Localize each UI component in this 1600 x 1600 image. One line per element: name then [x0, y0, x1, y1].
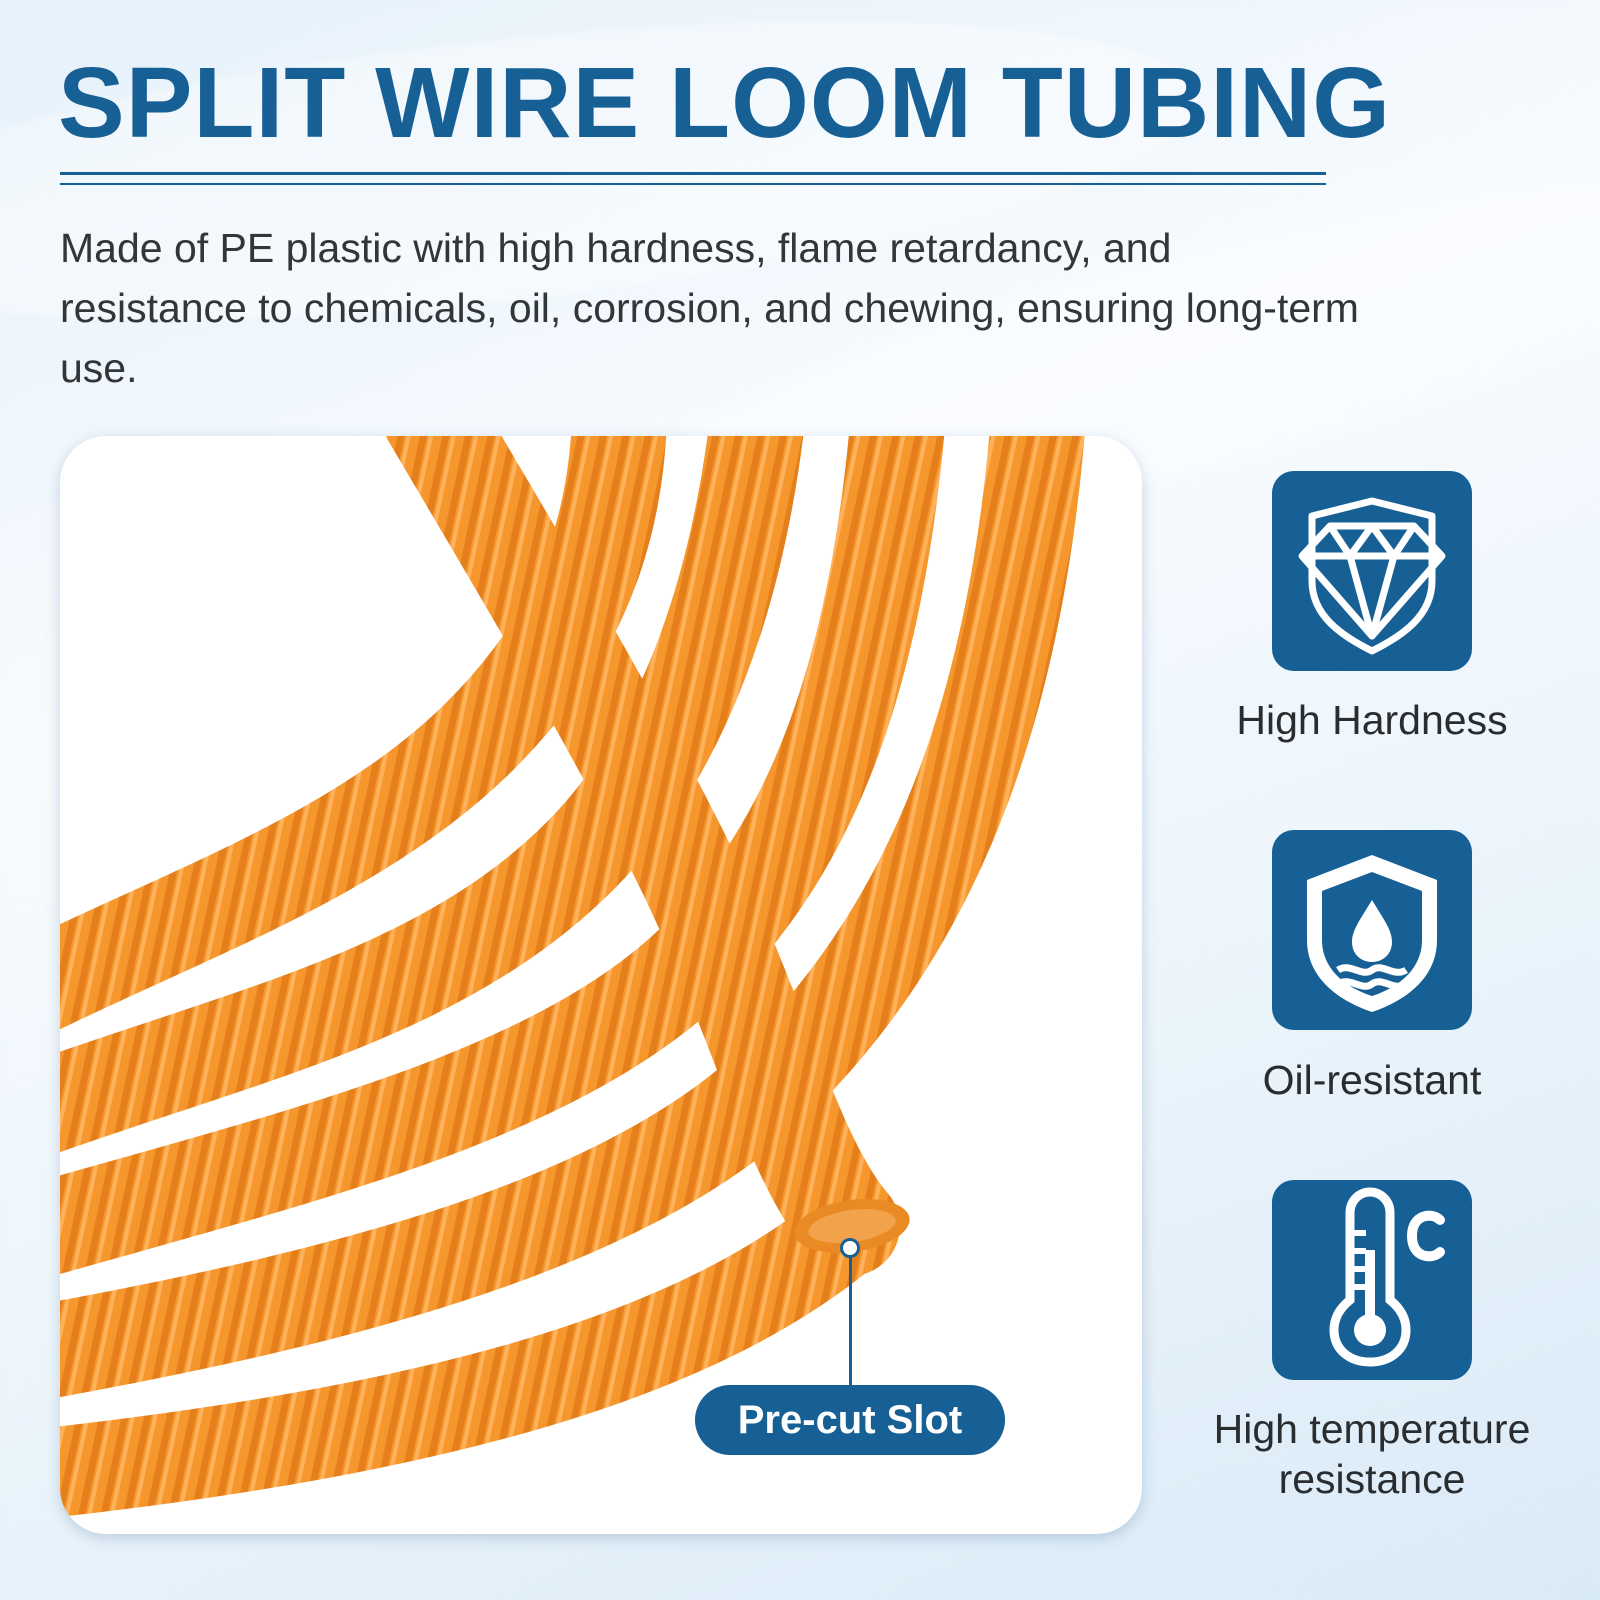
diamond-shield-icon — [1272, 471, 1472, 671]
water-drop-shield-icon — [1272, 830, 1472, 1030]
orange-loom-tubing-image — [60, 436, 1085, 1517]
thermometer-celsius-icon — [1272, 1180, 1472, 1380]
page-title: SPLIT WIRE LOOM TUBING — [58, 47, 1392, 159]
title-underline — [60, 172, 1326, 175]
title-underline — [60, 183, 1326, 185]
feature-label-hardness: High Hardness — [1236, 697, 1508, 743]
callout-line — [849, 1247, 852, 1387]
product-description: Made of PE plastic with high hardness, f… — [60, 225, 1359, 391]
pre-cut-slot-callout: Pre-cut Slot — [695, 1385, 1005, 1455]
product-photo — [60, 436, 1142, 1534]
feature-label-oil-resistant: Oil-resistant — [1262, 1057, 1482, 1103]
feature-label-high-temperature: High temperature resistance — [1213, 1406, 1531, 1502]
callout-dot — [840, 1238, 860, 1258]
